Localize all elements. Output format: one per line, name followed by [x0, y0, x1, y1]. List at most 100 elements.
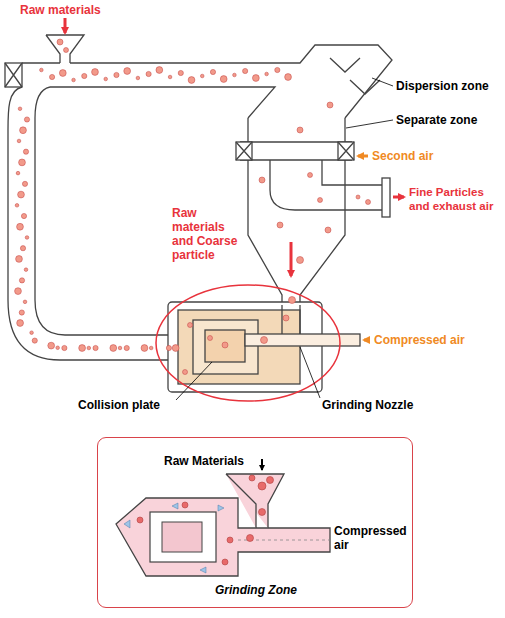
particle	[178, 70, 183, 75]
particle	[16, 256, 23, 263]
particle	[72, 78, 76, 82]
particle	[20, 246, 25, 251]
particle	[48, 342, 55, 349]
particle	[25, 236, 29, 240]
part-label: Raw materials and Coarse particle	[172, 206, 244, 262]
inset-caption: Grinding Zone	[215, 583, 297, 597]
particle	[136, 76, 140, 80]
particle	[21, 213, 26, 218]
inset-label: Compressed air	[334, 524, 408, 552]
particle	[92, 69, 99, 76]
particle	[23, 300, 27, 304]
particle	[17, 139, 21, 143]
particle	[87, 346, 91, 350]
particle	[24, 117, 29, 122]
particle	[49, 74, 54, 79]
part-label: Separate zone	[396, 113, 477, 127]
particle	[210, 69, 215, 74]
particle	[19, 159, 26, 166]
particle	[168, 75, 172, 79]
part-label: Second air	[372, 149, 433, 163]
particle	[141, 345, 148, 352]
grinding-zone-drawing	[116, 459, 330, 576]
particle	[308, 173, 313, 178]
particle	[325, 227, 331, 233]
particle	[17, 223, 24, 230]
particle	[289, 297, 296, 304]
particle	[327, 102, 333, 108]
particle	[114, 72, 119, 77]
part-label: Grinding Nozzle	[322, 398, 413, 412]
particle	[23, 149, 28, 154]
particle	[146, 71, 151, 76]
particle	[366, 200, 371, 205]
particle-dots	[15, 39, 371, 375]
feed-arrow	[64, 18, 67, 33]
highlight-ellipse	[156, 285, 340, 401]
particle	[15, 288, 22, 295]
particle	[259, 177, 265, 183]
inset-box: Raw MaterialsCompressed airGrinding Zone	[97, 437, 413, 608]
particle	[15, 204, 19, 208]
particle	[277, 222, 283, 228]
particle	[220, 76, 227, 83]
particle	[57, 39, 63, 45]
particle	[17, 320, 24, 327]
particle	[252, 75, 259, 82]
particle	[149, 346, 153, 350]
compressed-air-arrow	[364, 339, 370, 342]
particle	[79, 345, 86, 352]
particle	[297, 257, 304, 264]
particle	[233, 73, 237, 77]
particle	[283, 315, 289, 321]
second-air-arrow	[358, 155, 368, 158]
particle	[32, 338, 37, 343]
particle	[188, 77, 195, 84]
particle	[19, 278, 24, 283]
part-label: Fine Particles and exhaust air	[409, 185, 499, 213]
particle	[20, 127, 27, 134]
particle	[275, 67, 280, 72]
particle	[243, 68, 248, 73]
particle	[265, 72, 269, 76]
particle	[222, 342, 228, 348]
part-label: Raw materials	[20, 3, 101, 17]
particle	[118, 346, 122, 350]
particle	[18, 107, 22, 111]
coarse-arrow	[290, 242, 293, 276]
mill-body	[5, 35, 392, 392]
inset-label: Raw Materials	[164, 454, 244, 468]
particle	[24, 268, 28, 272]
particle	[62, 345, 67, 350]
particle	[318, 198, 323, 203]
particle	[124, 68, 131, 75]
particle	[124, 345, 129, 350]
particle	[30, 331, 34, 335]
particle	[64, 48, 69, 53]
particle	[166, 345, 171, 350]
outlet-arrow	[393, 196, 404, 199]
particle	[16, 171, 20, 175]
part-label: Dispersion zone	[396, 79, 489, 93]
particle	[261, 337, 268, 344]
particle	[18, 191, 25, 198]
particle	[183, 370, 188, 375]
particle	[82, 73, 87, 78]
particle	[40, 68, 44, 72]
part-label: Compressed air	[374, 333, 465, 347]
particle	[110, 345, 117, 352]
particle	[297, 127, 303, 133]
particle	[93, 345, 98, 350]
particle	[19, 310, 24, 315]
particle	[172, 345, 179, 352]
particle	[208, 336, 213, 341]
particle	[104, 77, 108, 81]
particle	[156, 67, 163, 74]
particle	[188, 323, 193, 328]
particle	[356, 195, 360, 199]
particle	[285, 74, 292, 81]
particle	[200, 74, 204, 78]
particle	[56, 346, 60, 350]
particle	[59, 70, 66, 77]
part-label: Collision plate	[78, 398, 160, 412]
